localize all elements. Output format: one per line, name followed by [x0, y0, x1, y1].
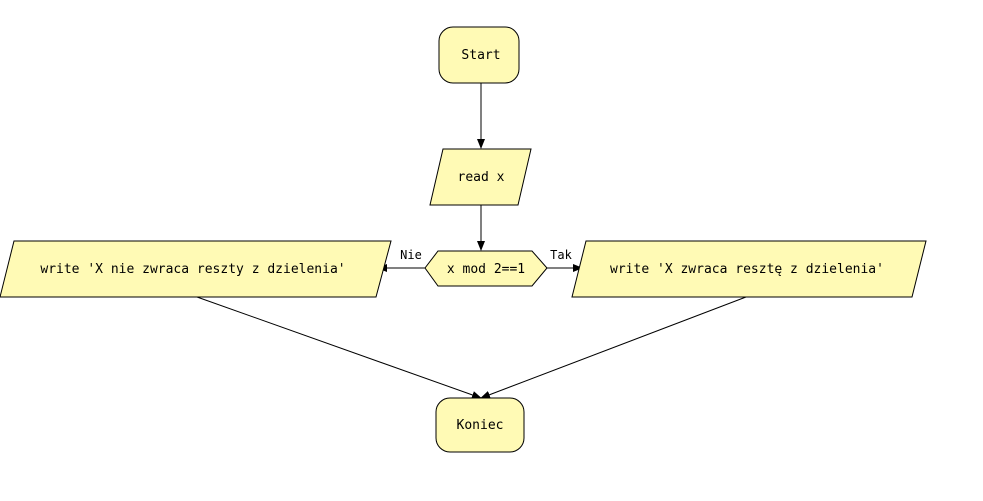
end-node-shape — [435, 397, 525, 453]
write-remainder-node-label: write 'X zwraca resztę z dzielenia' — [610, 262, 884, 277]
start-node-label: Start — [461, 48, 500, 63]
write-no-remainder-node: write 'X nie zwraca reszty z dzielenia' — [0, 240, 392, 298]
condition-node-shape — [424, 250, 548, 287]
edge-label-yes: Tak — [550, 248, 572, 262]
edge-write-yes-to-end — [480, 296, 747, 399]
write-no-remainder-node-label: write 'X nie zwraca reszty z dzielenia' — [40, 262, 345, 277]
start-node: Start — [438, 26, 520, 84]
read-input-node-shape — [429, 148, 532, 206]
write-remainder-node-shape — [571, 240, 927, 298]
edge-write-no-to-end — [196, 296, 482, 399]
condition-node-label: x mod 2==1 — [447, 262, 525, 277]
read-input-node-label: read x — [458, 170, 505, 185]
write-remainder-node: write 'X zwraca resztę z dzielenia' — [571, 240, 927, 298]
end-node: Koniec — [435, 397, 525, 453]
write-no-remainder-node-shape — [0, 240, 392, 298]
read-input-node: read x — [429, 148, 532, 206]
end-node-label: Koniec — [457, 418, 504, 433]
condition-node: x mod 2==1 — [424, 250, 548, 287]
start-node-shape — [438, 26, 520, 84]
edge-label-no: Nie — [400, 248, 422, 262]
